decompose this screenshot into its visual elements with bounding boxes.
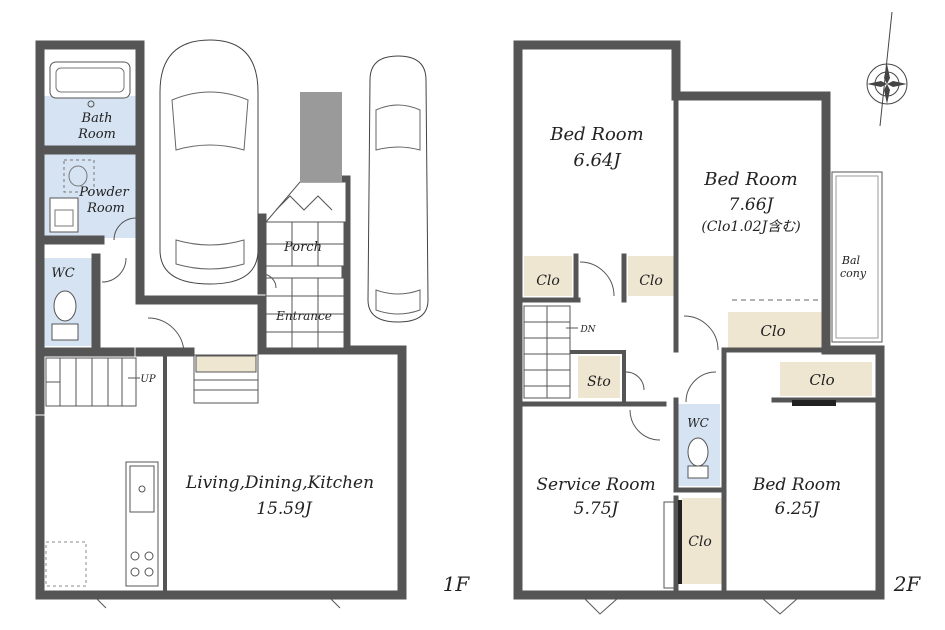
cooktop-icon <box>130 551 154 577</box>
wc-2f-label: WC <box>687 416 709 430</box>
wc-door-1f <box>101 257 127 283</box>
washbasin-icon <box>49 197 79 233</box>
bath-drain-icon <box>87 100 95 108</box>
clo-mid-floor <box>628 256 674 296</box>
bath-label-1: Bath <box>81 111 113 126</box>
clo-left-floor <box>524 256 572 296</box>
clo-left-label: Clo <box>536 273 560 289</box>
bath-floor <box>44 96 136 150</box>
porch-tiles <box>265 221 345 267</box>
clo-bed3-label: Clo <box>809 371 834 389</box>
stair-down-label: DN <box>579 325 596 335</box>
floor-label-1f: 1F <box>443 572 471 596</box>
window-service <box>583 597 619 615</box>
entrance-label: Entrance <box>275 309 332 323</box>
stair-up-label: UP <box>140 374 155 385</box>
balcony-rail <box>831 171 883 343</box>
sto-label: Sto <box>587 374 611 390</box>
bed3-size: 6.25J <box>775 499 821 519</box>
porch-door <box>261 273 277 289</box>
service-size: 5.75J <box>574 499 620 519</box>
second-floor-plan <box>95 11 908 615</box>
storage-column <box>300 92 342 182</box>
floor-label-2f: 2F <box>893 572 922 596</box>
ldk-size: 15.59J <box>256 499 313 519</box>
sto-floor <box>578 356 620 398</box>
window-1f <box>95 597 341 609</box>
toilet-icon <box>53 290 77 322</box>
bed1-door <box>579 261 615 297</box>
bed3-name: Bed Room <box>752 475 841 495</box>
bed1-name: Bed Room <box>549 124 643 145</box>
bed3-door <box>685 371 717 403</box>
powder-label-1: Powder <box>78 185 129 200</box>
bed2-name: Bed Room <box>703 169 797 190</box>
diamond-tiles <box>264 181 347 223</box>
balcony-label-1: Bal <box>841 254 861 267</box>
toilet-tank-icon <box>51 323 79 341</box>
balcony-label-2: cony <box>840 267 867 280</box>
compass-icon <box>866 11 908 127</box>
first-floor-plan <box>35 39 429 600</box>
bed2-note: (Clo1.02J含む) <box>701 219 800 235</box>
bed1-size: 6.64J <box>573 150 622 171</box>
powder-label-2: Room <box>86 201 125 216</box>
powder-door <box>113 217 137 241</box>
service-door <box>629 409 661 441</box>
ldk-name: Living,Dining,Kitchen <box>185 473 374 493</box>
car-icon-left <box>159 39 259 285</box>
bed3-closet-door <box>792 400 836 406</box>
washing-machine-icon <box>63 159 95 193</box>
service-closet-door <box>663 501 675 589</box>
clo-bed2-floor <box>728 312 822 348</box>
window-bed3 <box>761 597 799 615</box>
labels: Bath Room Powder Room WC Porch Entrance … <box>51 111 921 596</box>
sto-door <box>625 371 645 391</box>
service-name: Service Room <box>536 475 655 495</box>
porch-label: Porch <box>283 240 322 255</box>
bath-label-2: Room <box>77 127 116 142</box>
entrance-tiles <box>265 277 345 349</box>
stairs-2f <box>523 305 571 399</box>
bed2-size: 7.66J <box>729 195 775 215</box>
clo-service-floor <box>682 498 722 584</box>
clo-bed3-floor <box>780 362 872 396</box>
hall-door <box>147 317 185 355</box>
sink-icon <box>129 465 155 513</box>
bathtub-icon <box>49 61 131 99</box>
wc-1f-label: WC <box>51 266 74 281</box>
clo-bed2-label: Clo <box>760 322 785 340</box>
car-icon-right <box>367 55 429 323</box>
stairs-1f <box>45 357 137 407</box>
bed2-door <box>683 315 719 351</box>
clo-mid-label: Clo <box>639 273 663 289</box>
fridge-space <box>45 541 87 587</box>
toilet-2f-icon <box>687 437 709 467</box>
clo-service-label: Clo <box>688 534 712 550</box>
